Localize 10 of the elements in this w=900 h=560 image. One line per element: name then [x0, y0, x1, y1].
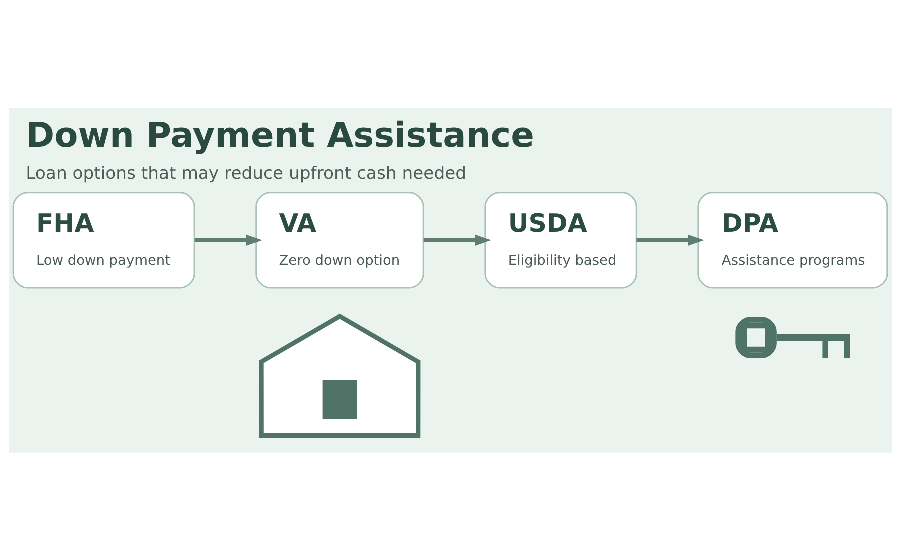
arrow [636, 234, 704, 246]
node-box: USDA Eligibility based [484, 192, 637, 288]
arrow [423, 234, 491, 246]
node-box: VA Zero down option [255, 192, 424, 288]
node-house [258, 313, 420, 438]
node-box: FHA Low down payment [12, 192, 195, 288]
node-box: DPA Assistance programs [697, 192, 888, 288]
arrow [194, 234, 262, 246]
diagram-title: Down Payment Assistance [26, 116, 534, 156]
caption: Loan options that may reduce upfront cash needed [26, 164, 466, 184]
